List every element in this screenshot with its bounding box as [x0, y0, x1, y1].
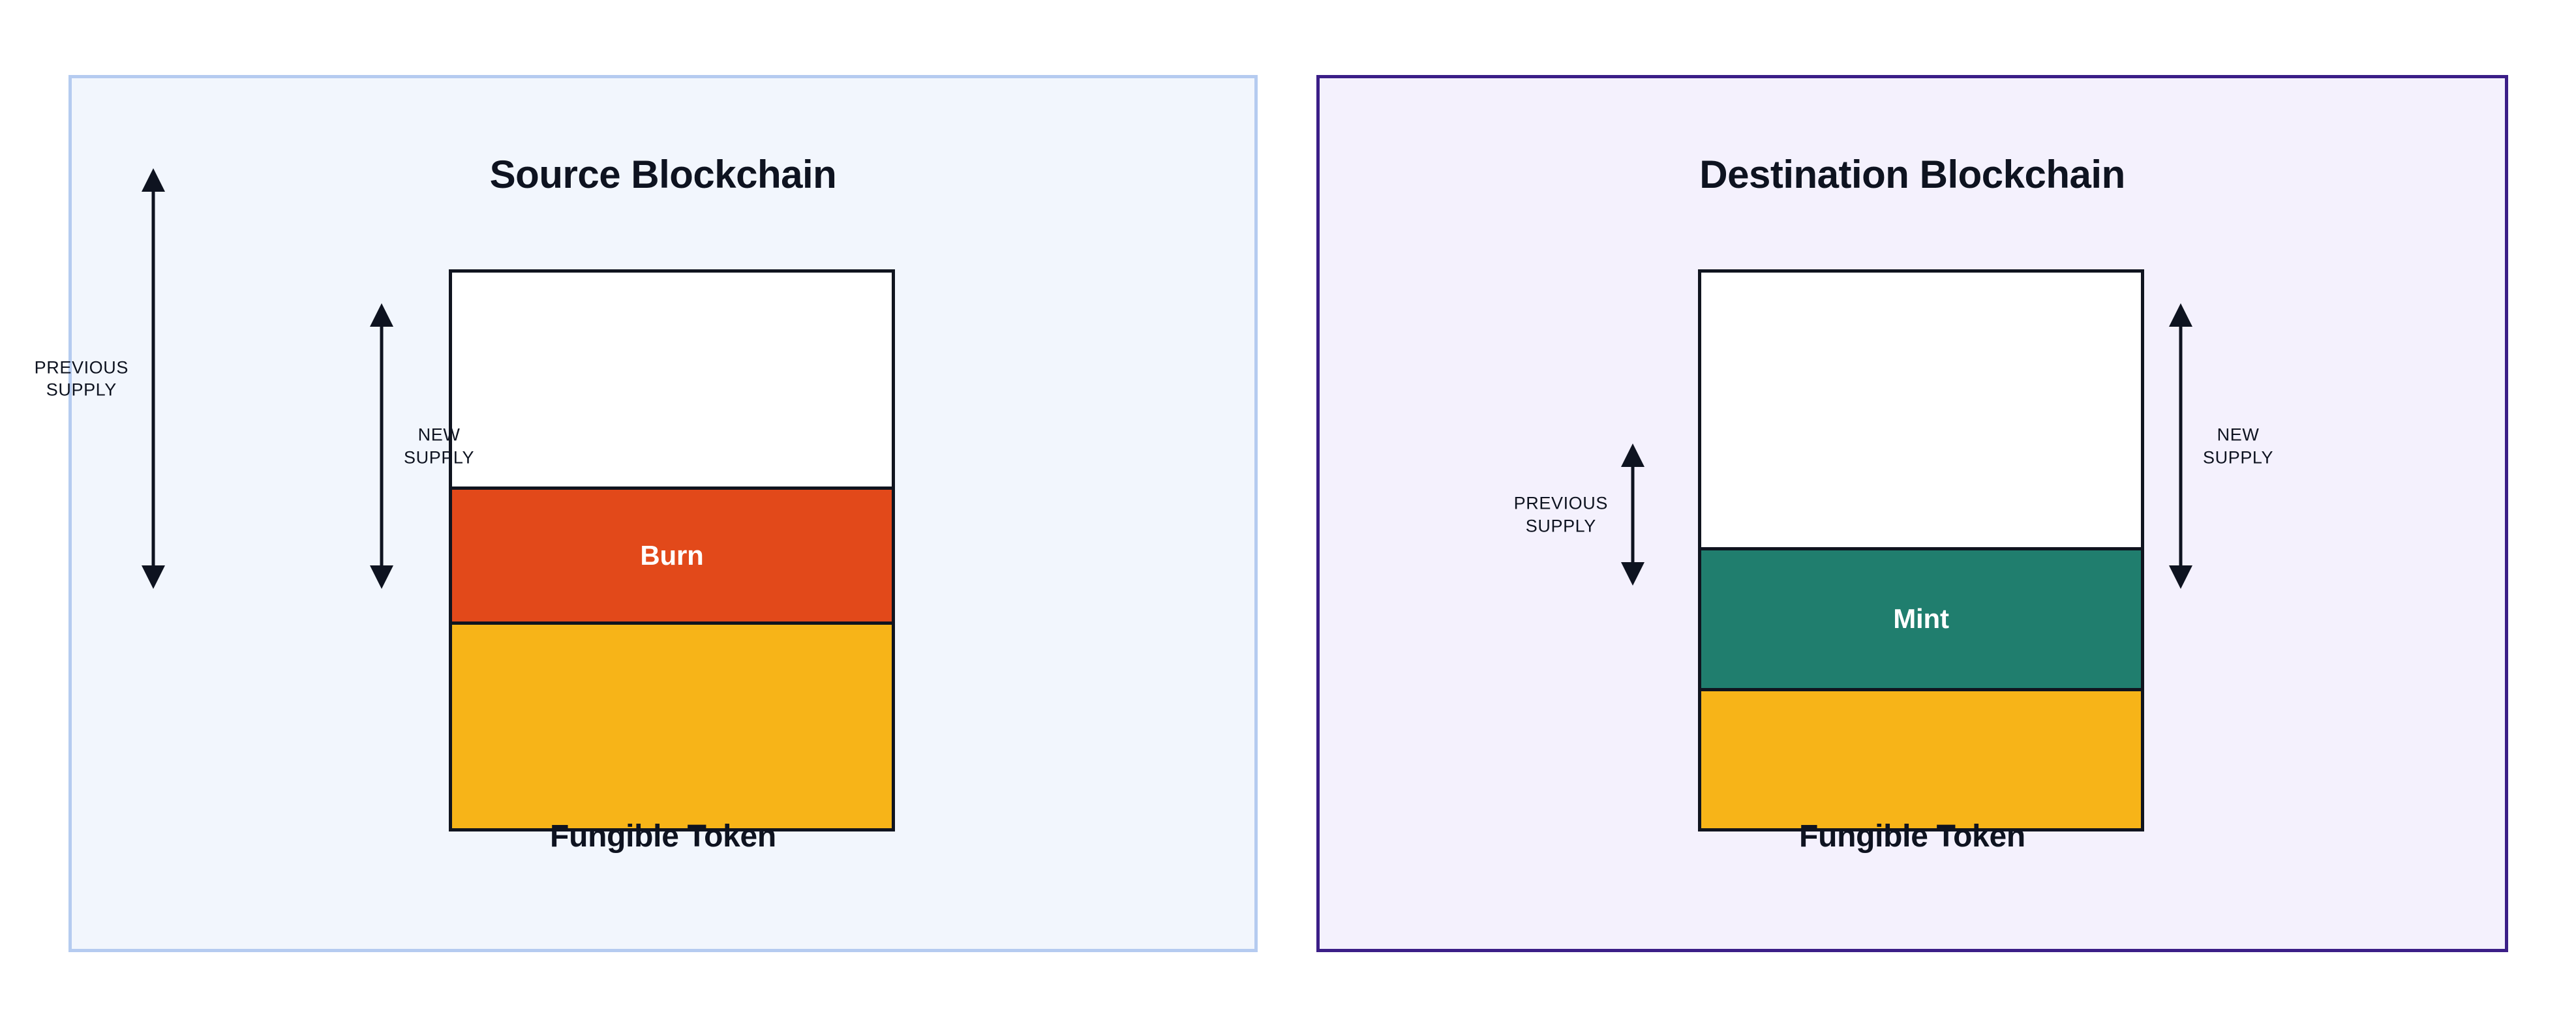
destination-new-supply-dimension: NEW SUPPLY: [2168, 303, 2273, 589]
destination-panel-footer: Fungible Token: [1799, 819, 2025, 854]
double-headed-arrow-icon: [2169, 303, 2192, 589]
source-new-supply-label: NEW SUPPLY: [404, 425, 475, 467]
double-headed-arrow-icon: [1621, 443, 1644, 586]
source-supply-bar: Burn: [449, 269, 895, 831]
source-previous-supply-label: PREVIOUS SUPPLY: [34, 357, 129, 400]
source-segment-burn-label: Burn: [640, 540, 704, 571]
destination-previous-supply-label: PREVIOUS SUPPLY: [1513, 493, 1608, 535]
destination-segment-mint: Mint: [1701, 547, 2141, 688]
destination-segment-existing: [1701, 687, 2141, 828]
source-blockchain-panel: Source Blockchain Burn PREVIOUS SUPPLY N…: [35, 75, 1258, 952]
destination-segment-mint-label: Mint: [1893, 603, 1949, 635]
destination-panel-title: Destination Blockchain: [1699, 152, 2125, 196]
destination-new-supply-label: NEW SUPPLY: [2203, 425, 2274, 467]
double-headed-arrow-icon: [142, 168, 165, 589]
source-segment-empty: [452, 273, 892, 487]
destination-previous-supply-dimension: PREVIOUS SUPPLY: [1514, 443, 1646, 586]
destination-segment-empty: [1701, 273, 2141, 547]
source-panel-footer: Fungible Token: [550, 819, 776, 854]
destination-blockchain-panel: Destination Blockchain Mint PREVIOUS SUP…: [1316, 75, 2508, 952]
source-new-supply-dimension: NEW SUPPLY: [369, 303, 474, 589]
source-segment-existing: [452, 621, 892, 828]
source-segment-burn: Burn: [452, 487, 892, 622]
destination-supply-bar: Mint: [1698, 269, 2144, 831]
source-previous-supply-dimension: PREVIOUS SUPPLY: [35, 168, 166, 589]
source-panel-title: Source Blockchain: [489, 152, 837, 196]
double-headed-arrow-icon: [370, 303, 393, 589]
